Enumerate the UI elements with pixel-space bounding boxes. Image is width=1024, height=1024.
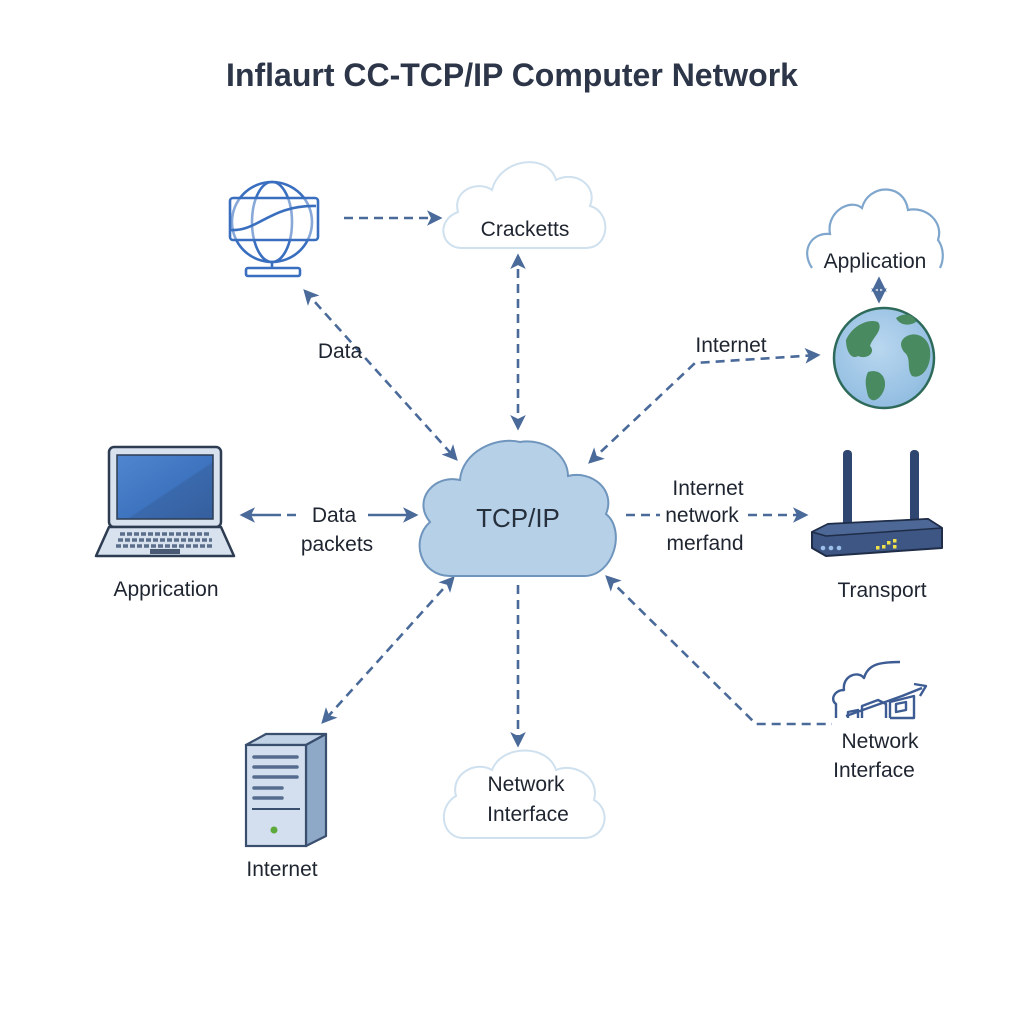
node-tcpip-hub[interactable]: TCP/IP xyxy=(418,439,617,577)
edge-label-internet-line3: merfand xyxy=(666,532,743,555)
node-label-interface-right: Interface xyxy=(833,759,915,782)
node-cracketts-cloud[interactable]: Cracketts xyxy=(442,161,607,249)
edge-label-data: Data xyxy=(318,340,363,363)
edge-label-internet-line1: Internet xyxy=(672,477,743,500)
node-network-interface-cloud[interactable]: Network Interface xyxy=(442,749,606,839)
edge-hub-net-interface xyxy=(605,575,832,726)
node-label-internet-server: Internet xyxy=(246,858,317,881)
edge-label-data-line2: packets xyxy=(301,533,373,556)
laptop-icon[interactable] xyxy=(94,445,236,558)
edge-hub-server xyxy=(321,576,455,724)
node-label-network-right: Network xyxy=(841,730,919,753)
edges: Data Internet Data packets Internet netw… xyxy=(239,210,887,748)
node-label-application: Application xyxy=(824,250,927,273)
globe-monitor-icon[interactable] xyxy=(228,180,320,278)
edge-hub-earth xyxy=(588,348,821,464)
diagram-title: Inflaurt CC-TCP/IP Computer Network xyxy=(226,57,798,93)
earth-globe-icon[interactable] xyxy=(832,306,936,410)
edge-label-data-line1: Data xyxy=(312,504,357,527)
node-label-apprication: Apprication xyxy=(113,578,218,601)
edge-label-internet-line2: network xyxy=(665,504,739,527)
cloud-chart-icon[interactable] xyxy=(832,660,928,720)
edge-label-internet: Internet xyxy=(695,334,766,357)
node-label-cracketts: Cracketts xyxy=(481,218,570,241)
cloud-shape xyxy=(442,161,607,249)
node-application-cloud[interactable]: Application xyxy=(806,188,944,274)
edge-hub-globe-monitor xyxy=(303,289,458,461)
node-label-tcpip: TCP/IP xyxy=(476,503,560,533)
node-label-network: Network xyxy=(487,773,565,796)
hub-cloud-shape xyxy=(418,439,617,577)
node-label-interface: Interface xyxy=(487,803,569,826)
cloud-shape xyxy=(442,749,606,839)
cloud-shape xyxy=(806,188,944,269)
router-icon[interactable] xyxy=(811,450,943,557)
server-tower-icon[interactable] xyxy=(244,732,328,848)
node-label-transport: Transport xyxy=(837,579,926,602)
